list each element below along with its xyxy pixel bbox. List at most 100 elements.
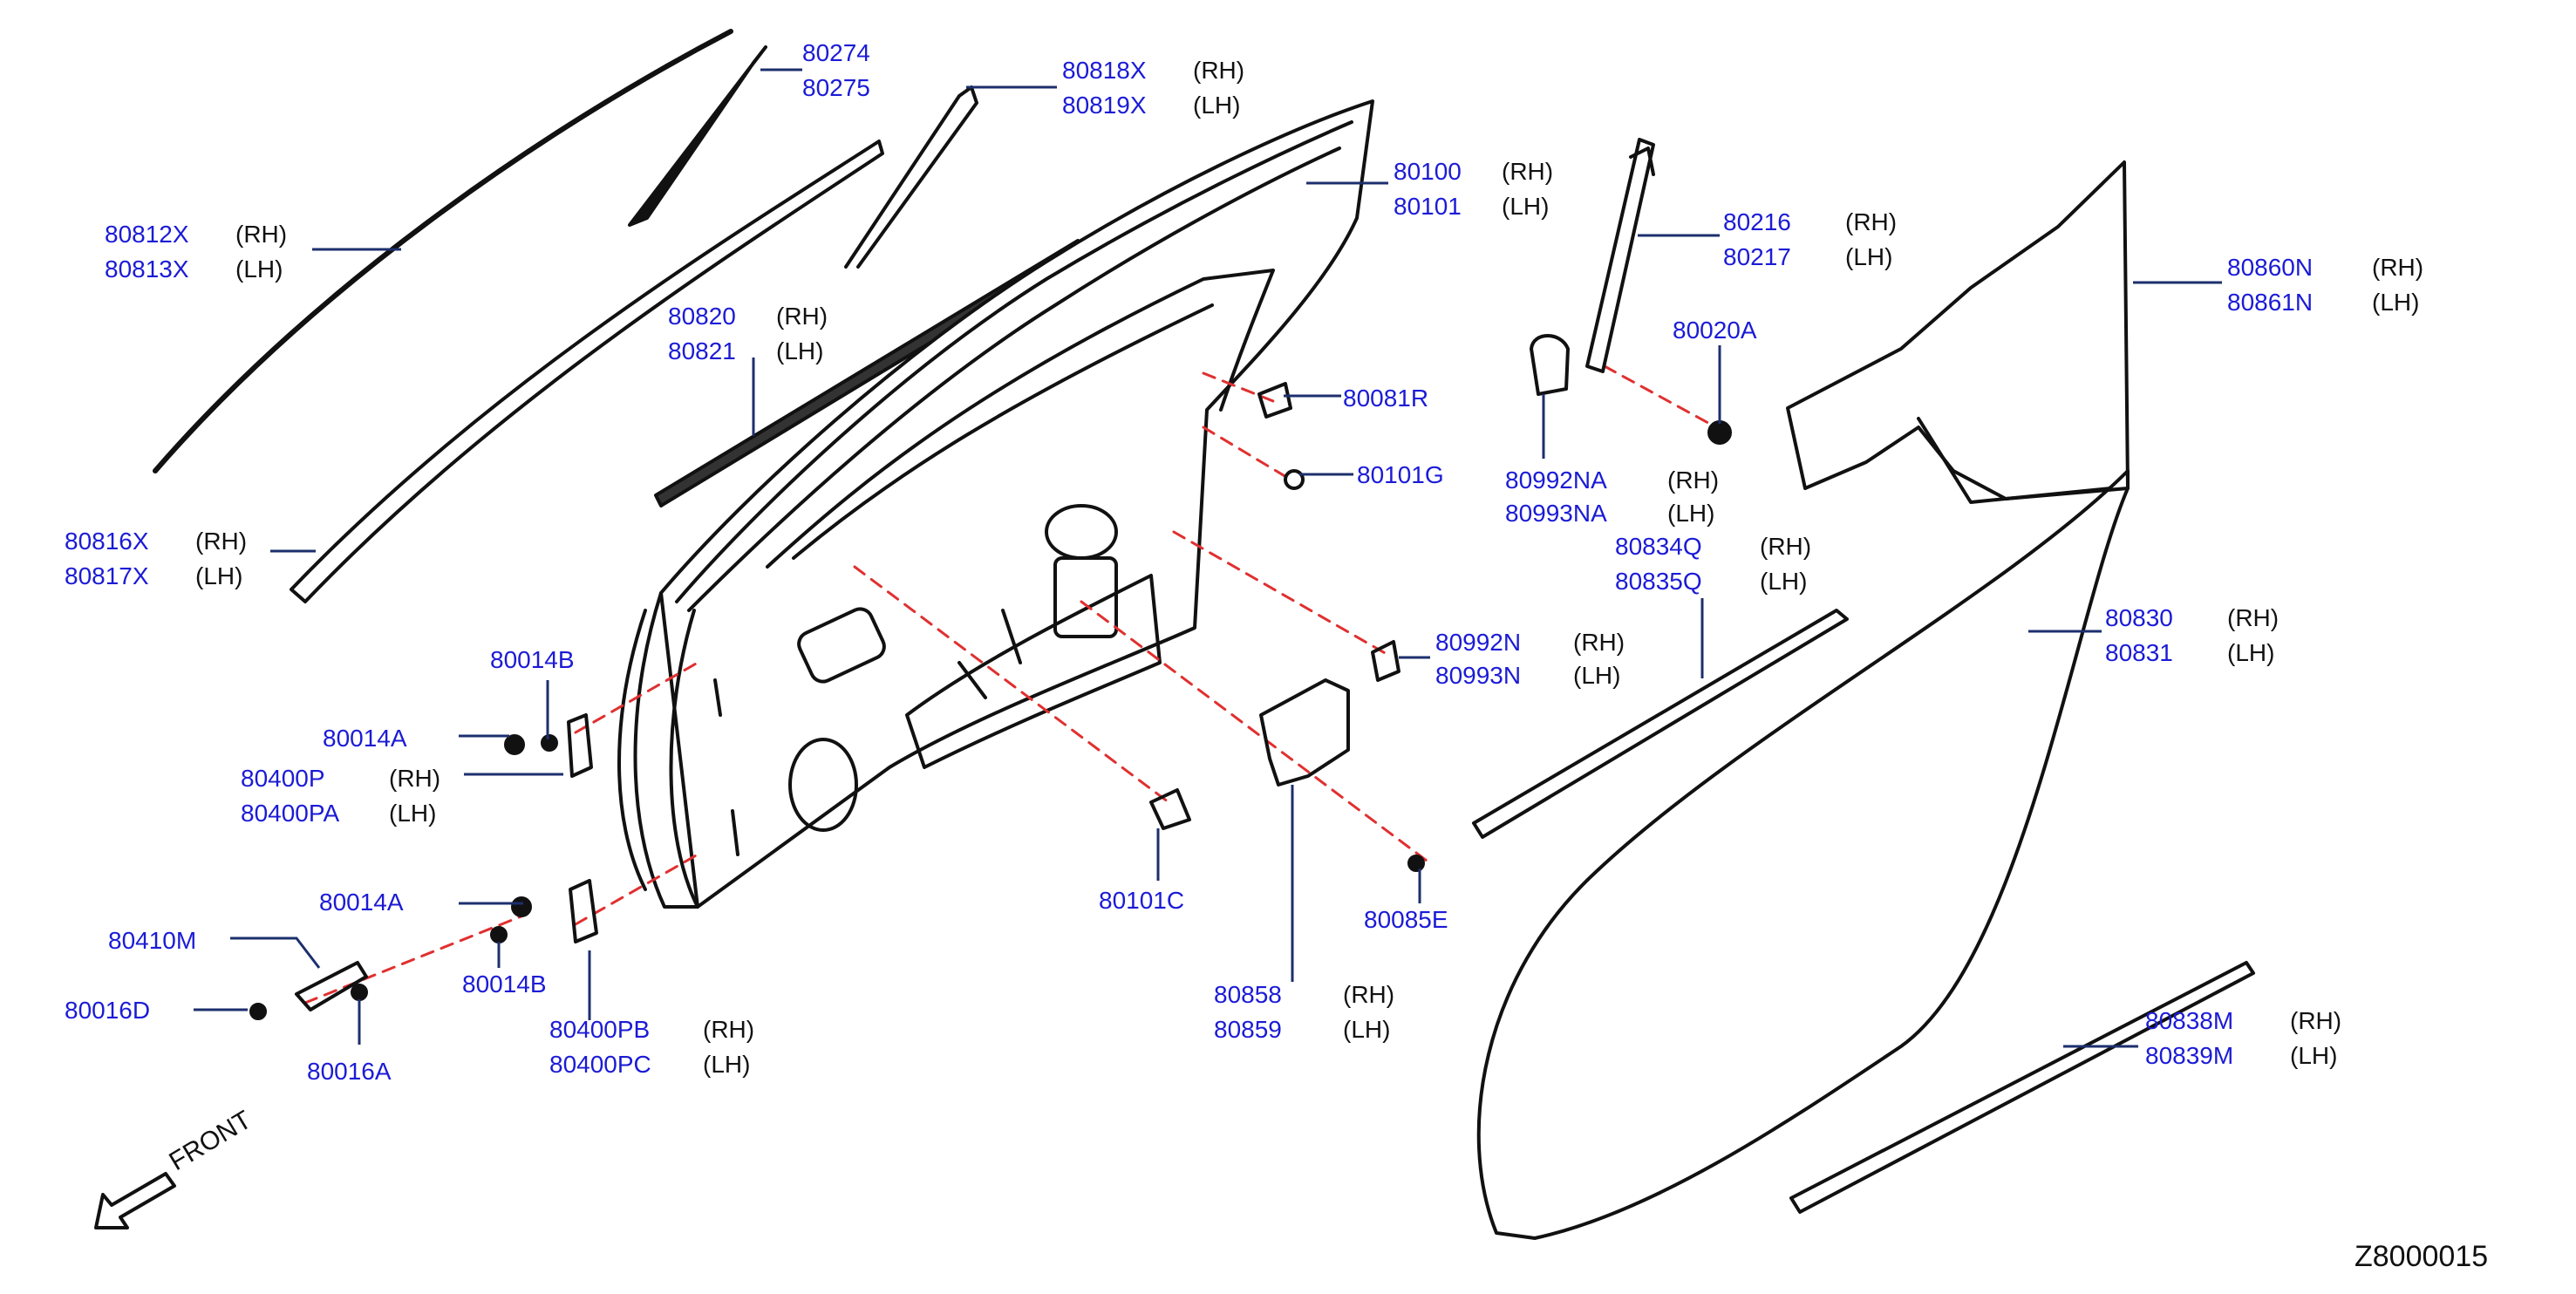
sash-corner-finisher-part [628, 45, 767, 227]
stopper-80992n-part [1371, 640, 1400, 682]
side-label: (RH) [195, 528, 248, 555]
side-label: (LH) [1343, 1016, 1391, 1043]
side-label: (LH) [2372, 289, 2420, 316]
front-arrow-icon [94, 1172, 176, 1229]
side-label: (LH) [195, 562, 243, 589]
side-label: (LH) [1573, 662, 1621, 689]
part-number-80400pc[interactable]: 80400PC [549, 1051, 651, 1078]
part-number-80410m[interactable]: 80410M [108, 927, 197, 954]
part-number-80101[interactable]: 80101 [1394, 193, 1462, 220]
part-number-80835q[interactable]: 80835Q [1615, 568, 1702, 595]
sealing-screen-part [1786, 160, 2130, 501]
side-label: (LH) [235, 255, 283, 283]
door-panel-part [617, 99, 1374, 909]
side-label: (LH) [2290, 1042, 2338, 1069]
roof-drip-molding-part [153, 29, 733, 473]
side-label: (RH) [1760, 533, 1812, 560]
side-label: (LH) [1760, 568, 1808, 595]
side-label: (LH) [2227, 639, 2275, 666]
side-label: (RH) [776, 303, 828, 330]
part-number-80400pb[interactable]: 80400PB [549, 1016, 651, 1043]
part-number-80100[interactable]: 80100 [1394, 158, 1462, 185]
bolt-80014a-lower-part [511, 896, 532, 917]
side-label: (LH) [1502, 193, 1550, 220]
part-number-80101c[interactable]: 80101C [1099, 887, 1185, 914]
part-number-80085e[interactable]: 80085E [1364, 906, 1448, 933]
part-number-80817x[interactable]: 80817X [65, 562, 149, 589]
side-label: (RH) [1343, 981, 1395, 1008]
part-number-80812x[interactable]: 80812X [105, 221, 189, 248]
part-number-80859[interactable]: 80859 [1214, 1016, 1282, 1043]
lower-hinge-part [569, 879, 598, 943]
diagram-code: Z8000015 [2355, 1240, 2489, 1273]
side-label: (LH) [703, 1051, 751, 1078]
part-number-80830[interactable]: 80830 [2105, 604, 2173, 631]
part-number-80081r[interactable]: 80081R [1343, 385, 1429, 412]
part-number-80818x[interactable]: 80818X [1062, 57, 1147, 84]
part-number-80838m[interactable]: 80838M [2145, 1007, 2234, 1034]
part-number-80839m[interactable]: 80839M [2145, 1042, 2234, 1069]
clip-80101g-part [1284, 469, 1305, 490]
side-label: (LH) [776, 337, 824, 364]
part-number-80858[interactable]: 80858 [1214, 981, 1282, 1008]
side-label: (RH) [1845, 208, 1898, 235]
part-number-80831[interactable]: 80831 [2105, 639, 2173, 666]
part-number-80020a[interactable]: 80020A [1673, 317, 1757, 344]
side-label: (RH) [1667, 467, 1720, 494]
part-number-80860n[interactable]: 80860N [2227, 254, 2314, 281]
side-label: (LH) [389, 800, 437, 827]
front-sash-molding-part [844, 85, 978, 269]
part-number-80834q[interactable]: 80834Q [1615, 533, 1702, 560]
door-check-part [1259, 678, 1350, 787]
part-number-80400p[interactable]: 80400P [241, 765, 325, 792]
side-label: (RH) [2227, 604, 2280, 631]
part-number-80217[interactable]: 80217 [1723, 243, 1791, 270]
part-number-80993na[interactable]: 80993NA [1505, 500, 1607, 527]
part-number-80014b[interactable]: 80014B [490, 646, 575, 673]
part-number-80992n[interactable]: 80992N [1435, 629, 1522, 656]
side-label: (LH) [1667, 500, 1715, 527]
part-number-80820[interactable]: 80820 [668, 303, 736, 330]
stopper-80992na-part [1530, 334, 1570, 396]
side-label: (RH) [235, 221, 288, 248]
rear-sash-channel-part [1585, 138, 1655, 373]
side-label: (RH) [1193, 57, 1245, 84]
side-label: (RH) [389, 765, 441, 792]
upper-hinge-part [567, 713, 593, 778]
inner-belt-seal-part [1472, 609, 1849, 839]
part-number-80861n[interactable]: 80861N [2227, 289, 2314, 316]
part-number-80275[interactable]: 80275 [802, 74, 870, 101]
side-label: (RH) [2372, 254, 2424, 281]
part-number-80274[interactable]: 80274 [802, 39, 870, 66]
part-number-80816x[interactable]: 80816X [65, 528, 149, 555]
bolt-80016a-part [351, 984, 368, 1001]
bolt-80014a-upper-part [504, 734, 525, 755]
part-number-80016d[interactable]: 80016D [65, 997, 151, 1024]
side-label: (LH) [1193, 92, 1241, 119]
part-number-80400pa[interactable]: 80400PA [241, 800, 340, 827]
door-weatherstrip-part [1476, 469, 2130, 1240]
part-number-80101g[interactable]: 80101G [1357, 461, 1444, 488]
part-number-80016a[interactable]: 80016A [307, 1058, 392, 1085]
sill-weatherstrip-part [1789, 961, 2255, 1214]
cushion-80101c-part [1149, 788, 1191, 830]
nut-80014b-upper-part [541, 734, 558, 752]
part-number-80014b[interactable]: 80014B [462, 970, 547, 998]
nut-80014b-lower-part [490, 926, 508, 943]
part-number-80813x[interactable]: 80813X [105, 255, 189, 283]
clip-80020a-part [1707, 420, 1732, 445]
part-number-80821[interactable]: 80821 [668, 337, 736, 364]
screw-80085e-part [1407, 855, 1425, 872]
part-number-80216[interactable]: 80216 [1723, 208, 1791, 235]
outer-belt-molding-part [290, 140, 884, 603]
side-label: (RH) [2290, 1007, 2342, 1034]
part-number-80014a[interactable]: 80014A [319, 889, 404, 916]
bolt-80016d-part [249, 1003, 267, 1020]
part-number-80819x[interactable]: 80819X [1062, 92, 1147, 119]
part-number-80993n[interactable]: 80993N [1435, 662, 1522, 689]
part-number-80014a[interactable]: 80014A [323, 725, 407, 752]
part-number-80992na[interactable]: 80992NA [1505, 467, 1607, 494]
side-label: (RH) [703, 1016, 755, 1043]
side-label: (RH) [1573, 629, 1625, 656]
